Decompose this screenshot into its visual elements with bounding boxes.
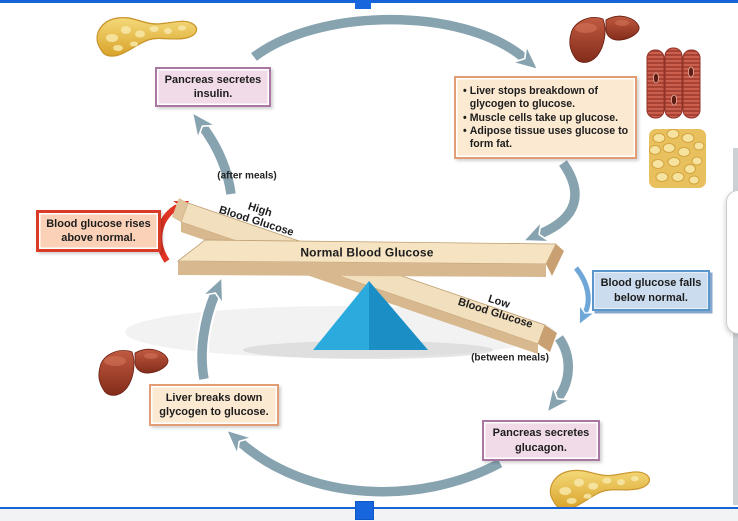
adipose-tissue-icon xyxy=(649,129,706,188)
normal-beam-label: Normal Blood Glucose xyxy=(300,245,434,260)
effect-item: • Liver stops breakdown of glycogen to g… xyxy=(463,85,599,111)
falls-box-text: Blood glucose falls below normal. xyxy=(600,277,702,304)
side-panel-edge xyxy=(726,190,738,334)
effect-item: • Adipose tissue uses glucose to form fa… xyxy=(463,125,629,151)
selection-handle-top[interactable] xyxy=(355,0,371,9)
pancreas-icon-bottom-right xyxy=(549,467,651,511)
rises-box: Blood glucose rises above normal. xyxy=(36,210,161,252)
after-meals-label: (after meals) xyxy=(217,170,277,182)
rises-box-text: Blood glucose rises above normal. xyxy=(46,217,151,244)
normal-beam xyxy=(176,239,564,277)
falls-box: Blood glucose falls below normal. xyxy=(592,270,710,311)
liver-breaks-box: Liver breaks down glycogen to glucose. xyxy=(149,384,279,426)
bullet-glyph: • xyxy=(463,111,467,124)
glucagon-box-text: Pancreas secretes glucagon. xyxy=(492,427,590,454)
muscle-cells-icon xyxy=(646,47,701,119)
glucagon-box: Pancreas secretes glucagon. xyxy=(482,420,600,461)
between-meals-label: (between meals) xyxy=(471,352,549,364)
insulin-box-text: Pancreas secretes insulin. xyxy=(164,73,262,100)
cycle-arrows xyxy=(191,12,582,499)
fulcrum xyxy=(313,281,428,350)
bullet-glyph: • xyxy=(463,85,467,97)
effects-box: • Liver stops breakdown of glycogen to g… xyxy=(454,76,637,159)
selection-handle-bottom[interactable] xyxy=(355,501,374,520)
pancreas-icon-top-left xyxy=(96,17,198,57)
effect-item: • Muscle cells take up glucose. xyxy=(463,111,619,124)
liver-breaks-box-text: Liver breaks down glycogen to glucose. xyxy=(159,391,269,418)
bullet-glyph: • xyxy=(463,125,467,138)
fall-arrow xyxy=(572,265,596,326)
insulin-box: Pancreas secretes insulin. xyxy=(155,67,271,107)
liver-icon-top-right xyxy=(569,15,640,63)
